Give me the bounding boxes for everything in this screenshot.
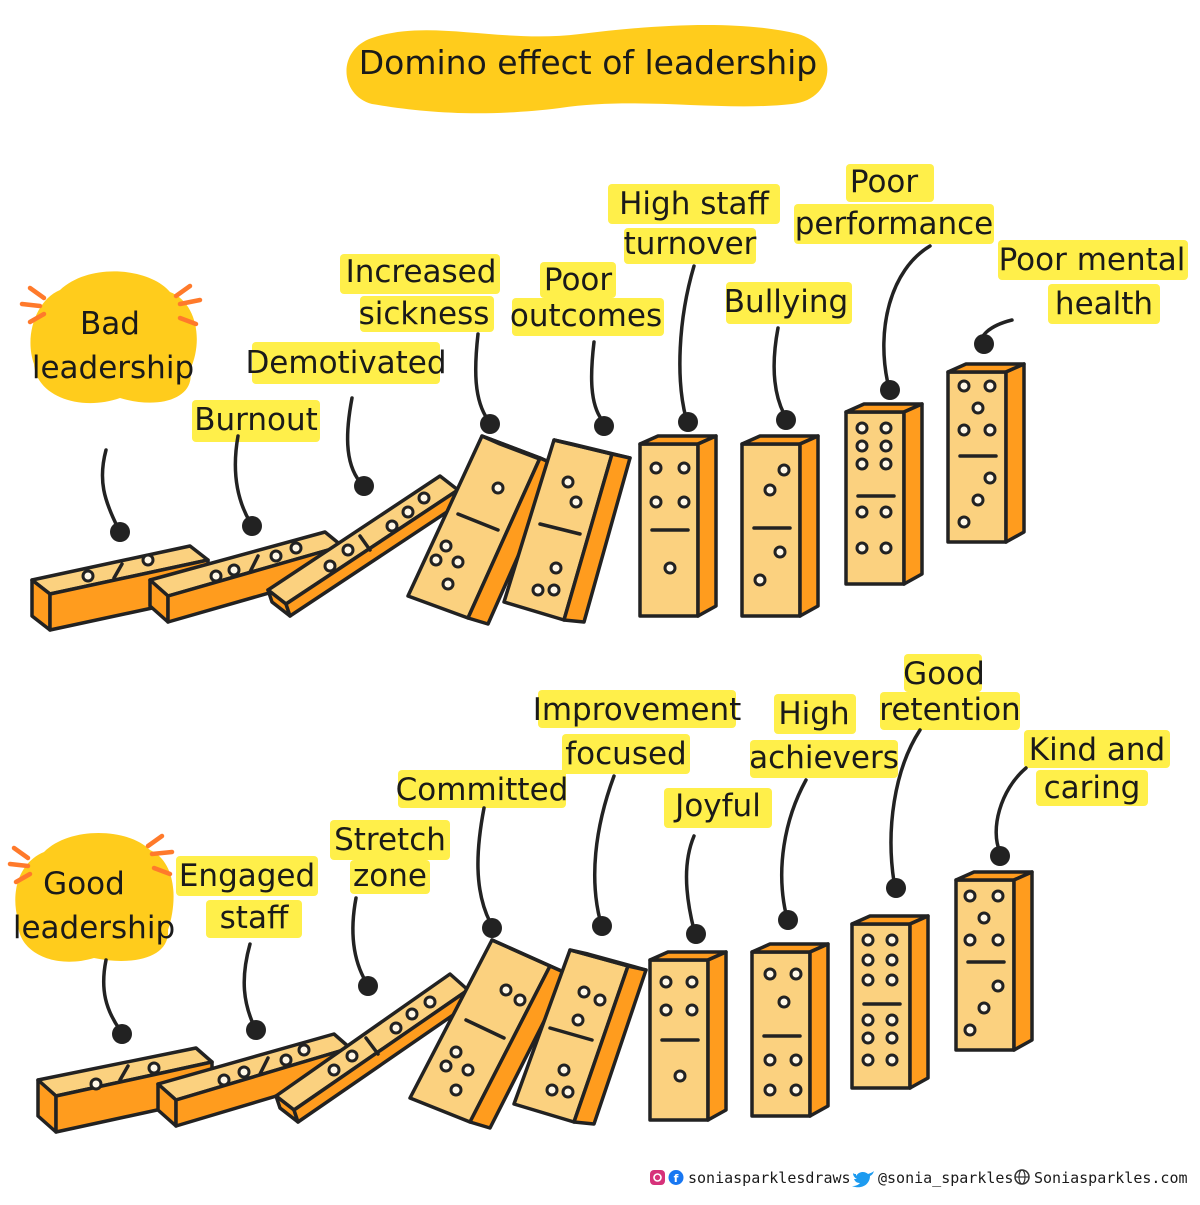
bad-leadership-label-line1: Bad (80, 306, 140, 342)
label-high-achievers-line2: achievers (749, 740, 899, 776)
label-kind-and-caring-line1: Kind and (1029, 732, 1165, 768)
domino-8 (850, 914, 930, 1090)
row-good-connectors (101, 728, 1028, 1044)
bad-sparks-right (173, 283, 203, 327)
good-leadership-label-line2: leadership (13, 910, 175, 946)
globe-icon (1014, 1169, 1030, 1185)
domino-3 (266, 474, 464, 618)
label-stretch-zone-line2: zone (353, 858, 427, 894)
row-good: Good leadership Engaged staff Stretch zo… (7, 654, 1170, 1134)
title-wave-highlight (346, 24, 828, 114)
title-group: Domino effect of leadership (346, 24, 828, 114)
domino-7 (740, 434, 820, 618)
label-joyful: Joyful (673, 788, 761, 824)
footer-twitter-handle: @sonia_sparkles (878, 1169, 1013, 1187)
twitter-icon (852, 1171, 874, 1188)
row-bad-dominoes (30, 362, 1026, 632)
row-bad: Bad leadership Burnout Demotivated Incre… (19, 164, 1188, 632)
domino-4 (408, 938, 570, 1130)
bad-sparks-left (19, 285, 47, 325)
page-title: Domino effect of leadership (359, 43, 817, 82)
label-demotivated: Demotivated (245, 345, 446, 381)
label-poor-mental-health-line1: Poor mental (999, 242, 1186, 278)
label-poor-mental-health-line2: health (1055, 286, 1153, 322)
domino-6 (638, 434, 718, 618)
label-improvement-focused-line1: Improvement (533, 692, 742, 728)
label-good-retention-line1: Good (903, 656, 985, 692)
facebook-icon: f (668, 1170, 684, 1185)
row-bad-connectors (100, 244, 1014, 542)
domino-5 (502, 438, 632, 624)
label-committed: Committed (396, 772, 569, 808)
good-leadership-label-line1: Good (43, 866, 125, 902)
label-poor-outcomes-line1: Poor (544, 262, 613, 298)
domino-9 (946, 362, 1026, 544)
good-leadership-blob (15, 833, 174, 962)
domino-6 (648, 950, 728, 1122)
domino-9 (954, 870, 1034, 1052)
label-poor-outcomes-line2: outcomes (510, 298, 662, 334)
good-sparks-left (7, 845, 33, 885)
label-increased-sickness-line2: sickness (359, 296, 490, 332)
label-poor-performance-line1: Poor (850, 164, 919, 200)
label-improvement-focused-line2: focused (565, 736, 686, 772)
label-stretch-zone-line1: Stretch (334, 822, 446, 858)
label-kind-and-caring-line2: caring (1044, 770, 1141, 806)
footer-social-handle: soniasparklesdraws (688, 1169, 851, 1187)
bad-leadership-blob (30, 271, 197, 404)
label-high-staff-turnover-line1: High staff (619, 186, 769, 222)
label-high-achievers-line1: High (778, 696, 849, 732)
footer: f soniasparklesdraws @sonia_sparkles Son… (650, 1169, 1188, 1188)
domino-7 (750, 942, 830, 1118)
domino-5 (512, 948, 648, 1126)
label-poor-performance-line2: performance (795, 206, 994, 242)
row-good-dominoes (36, 870, 1034, 1134)
label-increased-sickness-line1: Increased (346, 254, 497, 290)
label-good-retention-line2: retention (879, 692, 1020, 728)
good-sparks-right (145, 833, 175, 877)
domino-8 (844, 402, 924, 586)
label-engaged-staff-line2: staff (220, 900, 289, 936)
svg-text:f: f (674, 1172, 679, 1185)
label-engaged-staff-line1: Engaged (179, 858, 315, 894)
bad-leadership-label-line2: leadership (32, 350, 194, 386)
label-burnout: Burnout (194, 402, 318, 438)
instagram-icon (650, 1170, 665, 1185)
label-bullying: Bullying (724, 284, 848, 320)
label-high-staff-turnover-line2: turnover (624, 226, 757, 262)
footer-website: Soniasparkles.com (1034, 1169, 1188, 1187)
